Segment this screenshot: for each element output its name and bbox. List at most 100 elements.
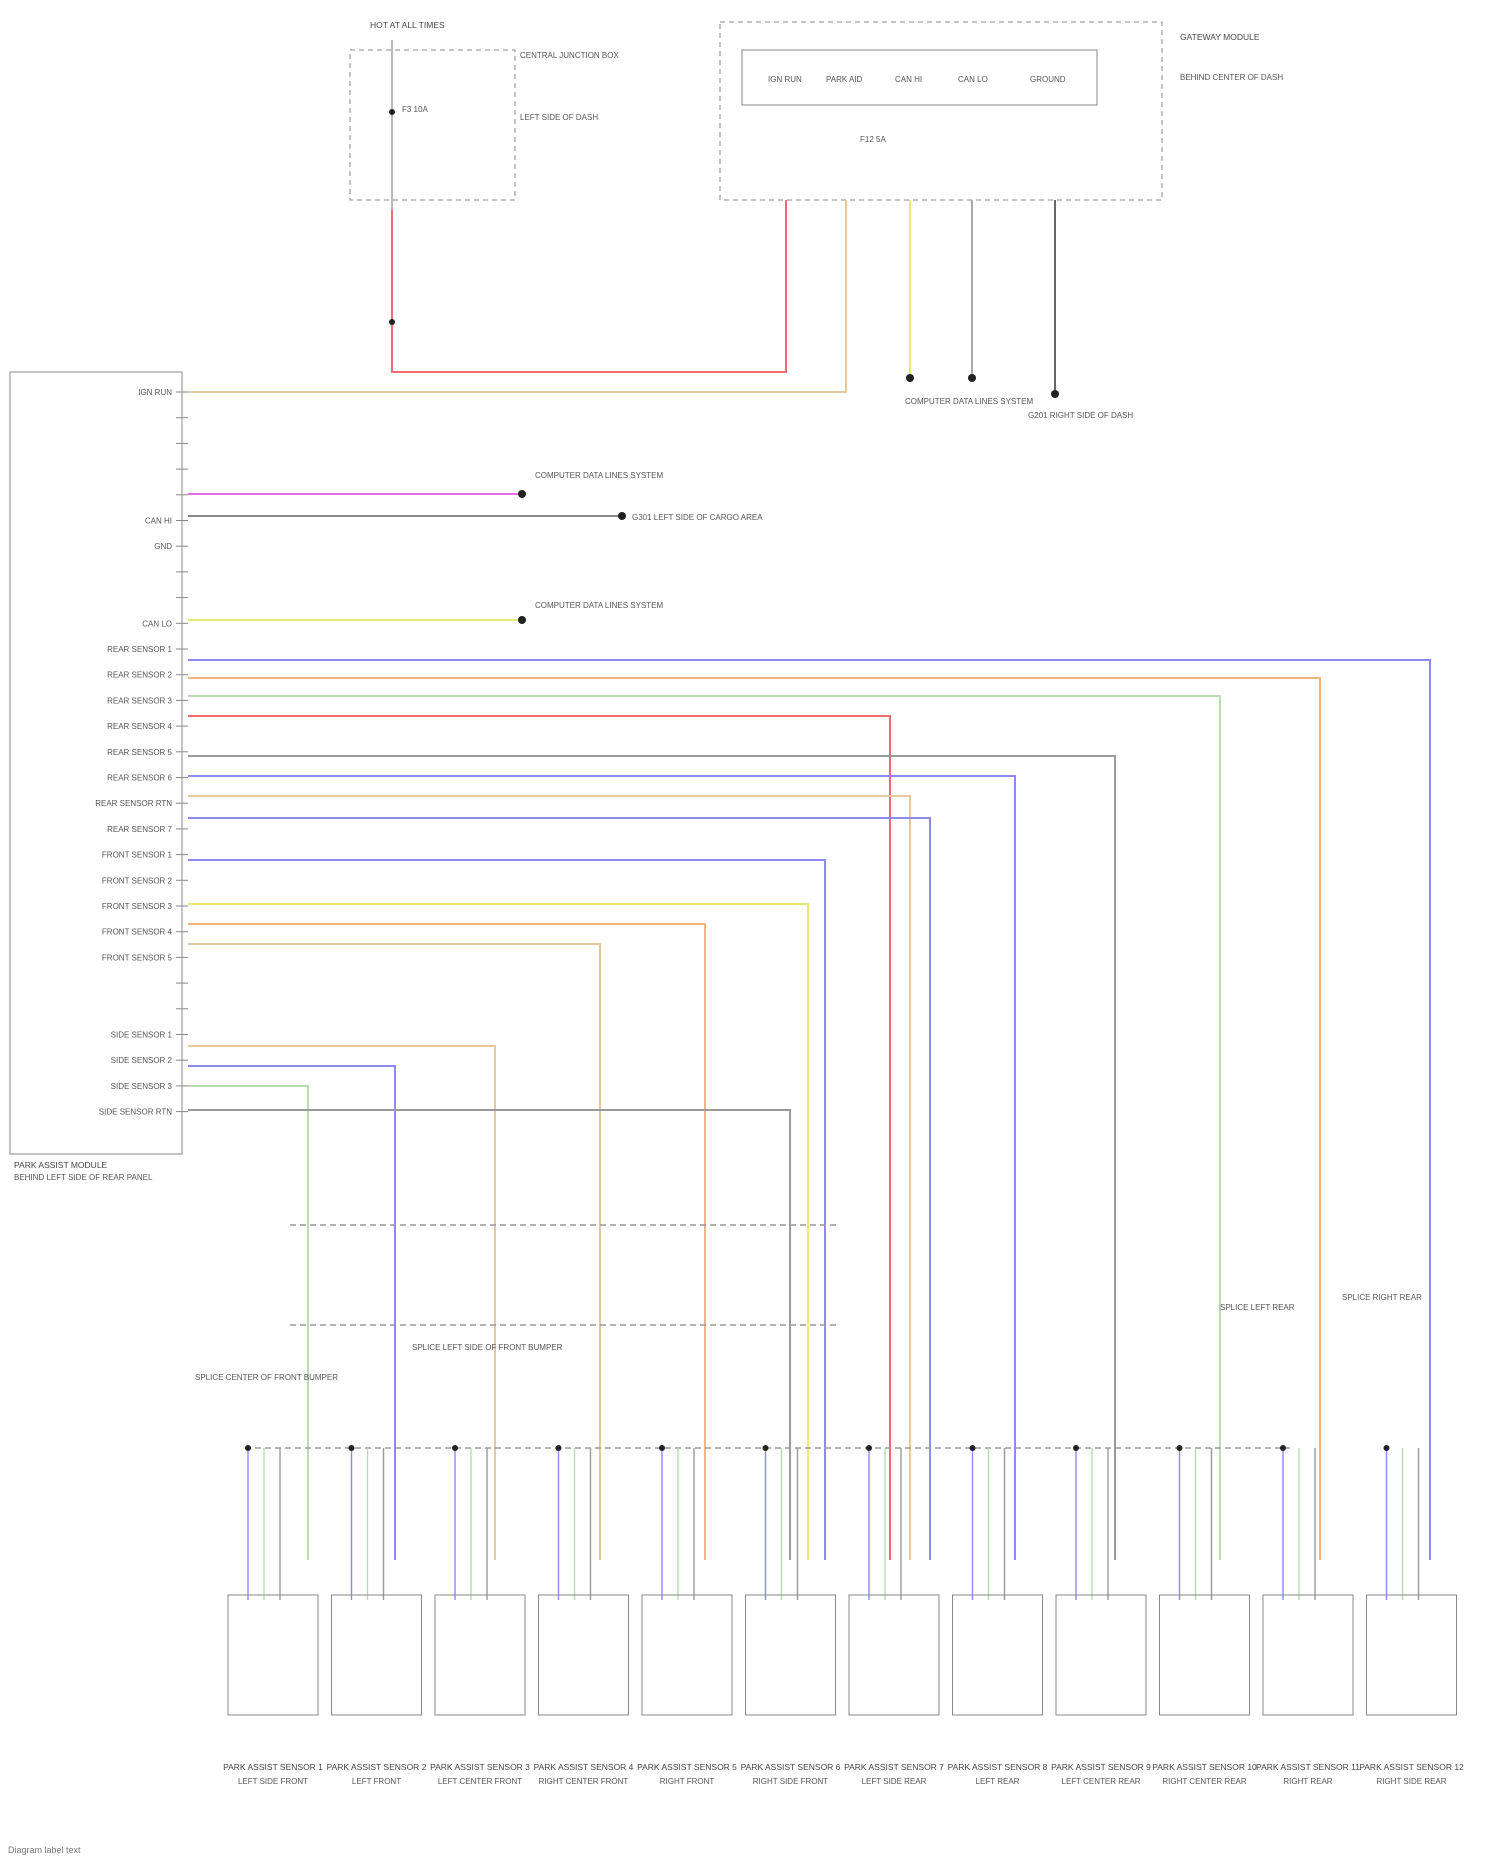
sensor-location: RIGHT FRONT xyxy=(660,1777,715,1786)
sensor-name: PARK ASSIST SENSOR 5 xyxy=(637,1762,737,1772)
fuse-box: HOT AT ALL TIMES CENTRAL JUNCTION BOX LE… xyxy=(350,20,619,210)
park-assist-sensor: PARK ASSIST SENSOR 3 LEFT CENTER FRONT xyxy=(430,1445,530,1786)
sensor-name: PARK ASSIST SENSOR 3 xyxy=(430,1762,530,1772)
sensor-body xyxy=(1367,1595,1457,1715)
ground-ref-top: G201 RIGHT SIDE OF DASH xyxy=(1028,411,1133,420)
module-pin-label: FRONT SENSOR 1 xyxy=(102,851,173,860)
sensor-wire-harness xyxy=(188,660,1430,1560)
module-pin-label: CAN LO xyxy=(142,619,172,628)
module-pin-label: REAR SENSOR 6 xyxy=(107,774,172,783)
can-wires: COMPUTER DATA LINES SYSTEM G301 LEFT SID… xyxy=(188,471,763,624)
sensor-splice-node xyxy=(970,1445,976,1451)
can-ref-node-2 xyxy=(968,374,976,382)
can-ref-1: COMPUTER DATA LINES SYSTEM xyxy=(535,471,664,480)
sensor-location: LEFT REAR xyxy=(976,1777,1020,1786)
sensor-body xyxy=(539,1595,629,1715)
fuse-box-component: CENTRAL JUNCTION BOX xyxy=(520,51,619,60)
module-pin-label: SIDE SENSOR 3 xyxy=(111,1082,173,1091)
module-location: BEHIND LEFT SIDE OF REAR PANEL xyxy=(14,1173,153,1182)
sensor-signal-wire xyxy=(188,1110,790,1560)
sensor-splice-node xyxy=(245,1445,251,1451)
top-wires: COMPUTER DATA LINES SYSTEM G201 RIGHT SI… xyxy=(188,200,1133,420)
sensor-name: PARK ASSIST SENSOR 12 xyxy=(1359,1762,1464,1772)
can-ref-2: COMPUTER DATA LINES SYSTEM xyxy=(535,601,664,610)
gateway-outline xyxy=(720,22,1162,200)
fuse-box-title: HOT AT ALL TIMES xyxy=(370,20,445,30)
sensor-location: RIGHT CENTER REAR xyxy=(1162,1777,1247,1786)
sensor-body xyxy=(332,1595,422,1715)
park-assist-sensor: PARK ASSIST SENSOR 4 RIGHT CENTER FRONT xyxy=(534,1445,634,1786)
splice-red xyxy=(389,319,395,325)
park-assist-sensor: PARK ASSIST SENSOR 9 LEFT CENTER REAR xyxy=(1051,1445,1151,1786)
sensor-splice-node xyxy=(763,1445,769,1451)
sensor-body xyxy=(1056,1595,1146,1715)
wire-red-ign xyxy=(392,200,786,372)
module-pin-list: IGN RUNCAN HIGNDCAN LOREAR SENSOR 1REAR … xyxy=(95,388,188,1117)
sensor-splice-node xyxy=(556,1445,562,1451)
module-pin-label: REAR SENSOR 4 xyxy=(107,722,172,731)
sensor-splice-node xyxy=(1280,1445,1286,1451)
sensor-signal-wire xyxy=(188,1066,395,1560)
sensor-location: LEFT CENTER FRONT xyxy=(438,1777,522,1786)
sensor-location: RIGHT SIDE FRONT xyxy=(753,1777,829,1786)
sensor-body xyxy=(746,1595,836,1715)
gateway-component: GATEWAY MODULE xyxy=(1180,32,1260,42)
module-pin-label: SIDE SENSOR 1 xyxy=(111,1031,173,1040)
park-assist-sensor: PARK ASSIST SENSOR 12 RIGHT SIDE REAR xyxy=(1359,1445,1464,1786)
sensor-body xyxy=(849,1595,939,1715)
sensor-location: LEFT FRONT xyxy=(352,1777,401,1786)
fuse-box-location: LEFT SIDE OF DASH xyxy=(520,113,598,122)
sensor-signal-wire xyxy=(188,716,890,1560)
sensor-name: PARK ASSIST SENSOR 2 xyxy=(327,1762,427,1772)
module-pin-label: SIDE SENSOR RTN xyxy=(99,1108,172,1117)
sensor-body xyxy=(953,1595,1043,1715)
ground-node-a xyxy=(618,512,626,520)
sensor-signal-wire xyxy=(188,860,825,1560)
splice-center-label: SPLICE CENTER OF FRONT BUMPER xyxy=(195,1373,338,1382)
park-assist-sensor: PARK ASSIST SENSOR 8 LEFT REAR xyxy=(948,1445,1048,1786)
sensor-signal-wire xyxy=(188,756,1115,1560)
sensor-signal-wire xyxy=(188,1046,495,1560)
sensor-location: RIGHT CENTER FRONT xyxy=(539,1777,629,1786)
gateway-pin-2: PARK AID xyxy=(826,75,863,84)
sensor-name: PARK ASSIST SENSOR 10 xyxy=(1152,1762,1257,1772)
sensor-name: PARK ASSIST SENSOR 9 xyxy=(1051,1762,1151,1772)
park-assist-sensor: PARK ASSIST SENSOR 11 RIGHT REAR xyxy=(1256,1445,1360,1786)
splice-rear-left-label: SPLICE LEFT REAR xyxy=(1220,1303,1295,1312)
sensor-splice-node xyxy=(1177,1445,1183,1451)
sensor-body xyxy=(435,1595,525,1715)
inline-connectors xyxy=(245,1225,1290,1448)
sensor-location: LEFT SIDE REAR xyxy=(862,1777,927,1786)
ground-ref-1: G301 LEFT SIDE OF CARGO AREA xyxy=(632,513,763,522)
sensor-signal-wire xyxy=(188,796,910,1560)
sensor-name: PARK ASSIST SENSOR 11 xyxy=(1256,1762,1360,1772)
ground-ref-node xyxy=(1051,390,1059,398)
sensor-splice-node xyxy=(659,1445,665,1451)
module-pin-label: SIDE SENSOR 2 xyxy=(111,1056,173,1065)
sensor-splice-node xyxy=(866,1445,872,1451)
sensor-location: LEFT CENTER REAR xyxy=(1062,1777,1141,1786)
sensor-location: RIGHT REAR xyxy=(1283,1777,1332,1786)
sensor-name: PARK ASSIST SENSOR 6 xyxy=(741,1762,841,1772)
fuse-label: F3 10A xyxy=(402,105,428,114)
sensor-name: PARK ASSIST SENSOR 8 xyxy=(948,1762,1048,1772)
sensor-splice-node xyxy=(349,1445,355,1451)
module-pin-label: FRONT SENSOR 2 xyxy=(102,876,173,885)
sensor-body xyxy=(1263,1595,1353,1715)
sensor-name: PARK ASSIST SENSOR 4 xyxy=(534,1762,634,1772)
gateway-pin-3: CAN HI xyxy=(895,75,922,84)
sensor-splice-node xyxy=(1073,1445,1079,1451)
sensor-name: PARK ASSIST SENSOR 1 xyxy=(223,1762,323,1772)
sensor-location: RIGHT SIDE REAR xyxy=(1376,1777,1446,1786)
module-pin-label: REAR SENSOR 1 xyxy=(107,645,172,654)
can-ref-top: COMPUTER DATA LINES SYSTEM xyxy=(905,397,1034,406)
sensor-signal-wire xyxy=(188,678,1320,1560)
gateway-box: GATEWAY MODULE BEHIND CENTER OF DASH IGN… xyxy=(720,22,1283,200)
park-assist-sensor: PARK ASSIST SENSOR 2 LEFT FRONT xyxy=(327,1445,427,1786)
module-pin-label: FRONT SENSOR 4 xyxy=(102,928,173,937)
sensor-body xyxy=(228,1595,318,1715)
fuse-node xyxy=(389,109,395,115)
can-node-b xyxy=(518,616,526,624)
